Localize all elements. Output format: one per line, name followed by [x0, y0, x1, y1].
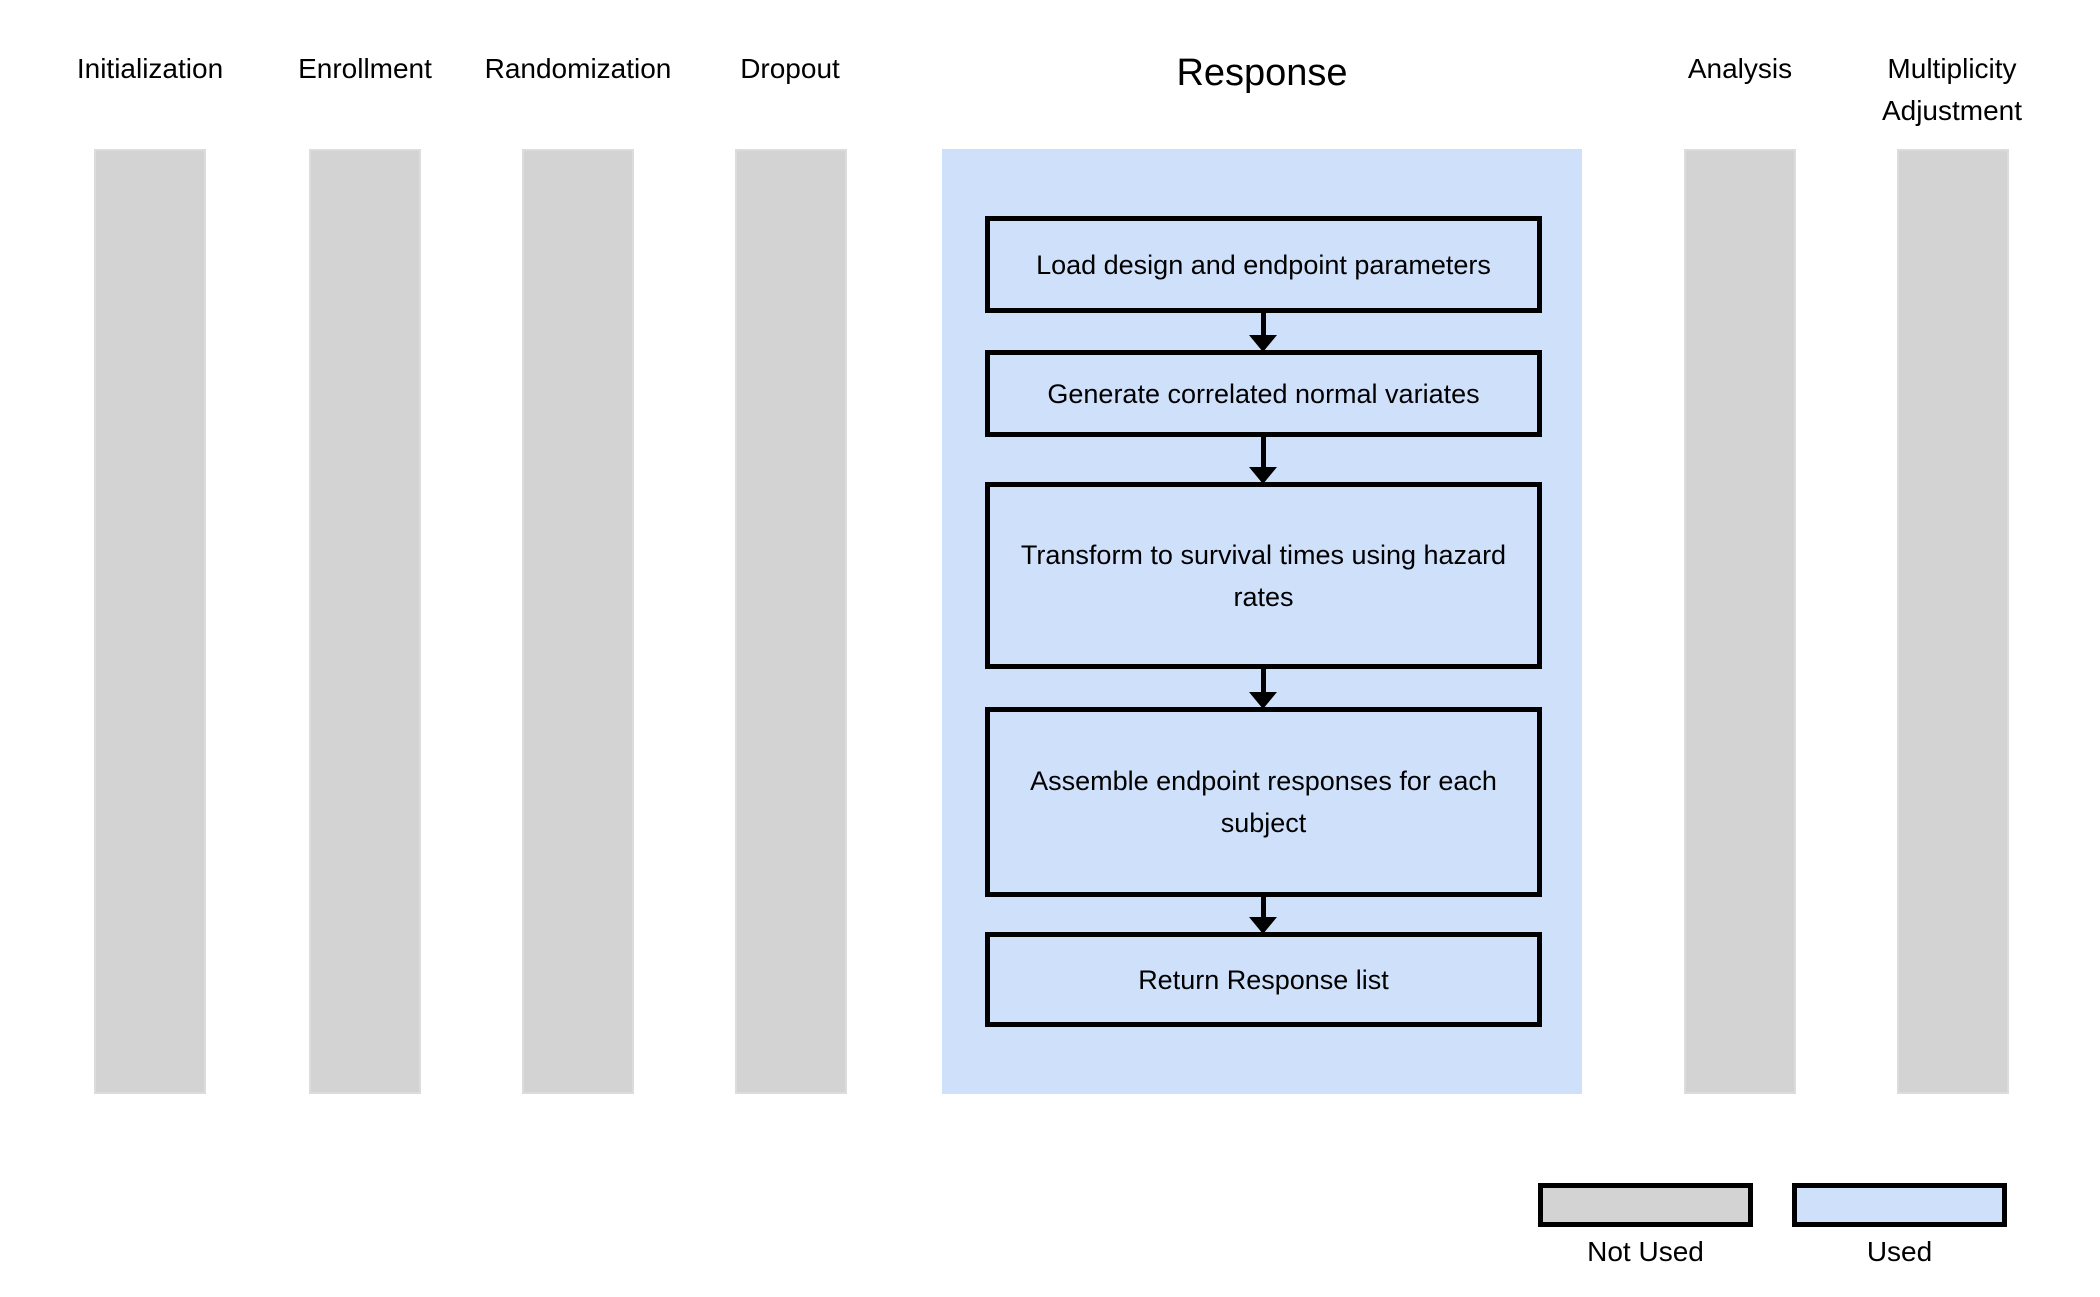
- legend-swatch-not-used: [1538, 1183, 1753, 1227]
- arrow-shaft: [1260, 897, 1266, 920]
- flow-step-assemble-responses: Assemble endpoint responses for each sub…: [985, 707, 1542, 897]
- arrow-down-icon: [1249, 669, 1277, 709]
- arrow-down-icon: [1249, 313, 1277, 352]
- legend-label-not-used: Not Used: [1587, 1236, 1704, 1267]
- flow-step-return-response: Return Response list: [985, 932, 1542, 1027]
- stage-bar-initialization: [94, 149, 206, 1094]
- arrow-head: [1249, 335, 1277, 352]
- column-header-randomization: Randomization: [484, 53, 672, 84]
- stage-bar-randomization: [522, 149, 634, 1094]
- column-header-enrollment: Enrollment: [298, 53, 432, 84]
- stage-bar-multiplicity-adjustment: [1897, 149, 2009, 1094]
- stage-bar-enrollment: [309, 149, 421, 1094]
- arrow-shaft: [1260, 437, 1266, 470]
- arrow-down-icon: [1249, 437, 1277, 484]
- arrow-head: [1249, 917, 1277, 934]
- column-header-response: Response: [1176, 52, 1348, 94]
- stage-bar-analysis: [1684, 149, 1796, 1094]
- flow-step-generate-variates: Generate correlated normal variates: [985, 350, 1542, 437]
- arrow-shaft: [1260, 313, 1266, 338]
- column-header-multiplicity-adjustment: Multiplicity Adjustment: [1881, 53, 2023, 126]
- arrow-head: [1249, 467, 1277, 484]
- arrow-shaft: [1260, 669, 1266, 695]
- arrow-down-icon: [1249, 897, 1277, 934]
- legend-swatch-used: [1792, 1183, 2007, 1227]
- flow-step-load-parameters: Load design and endpoint parameters: [985, 216, 1542, 313]
- column-header-dropout: Dropout: [740, 53, 840, 84]
- stage-bar-dropout: [735, 149, 847, 1094]
- column-header-initialization: Initialization: [76, 53, 224, 84]
- column-header-analysis: Analysis: [1687, 53, 1793, 84]
- arrow-head: [1249, 692, 1277, 709]
- legend-label-used: Used: [1866, 1236, 1933, 1267]
- flow-step-transform-survival: Transform to survival times using hazard…: [985, 482, 1542, 669]
